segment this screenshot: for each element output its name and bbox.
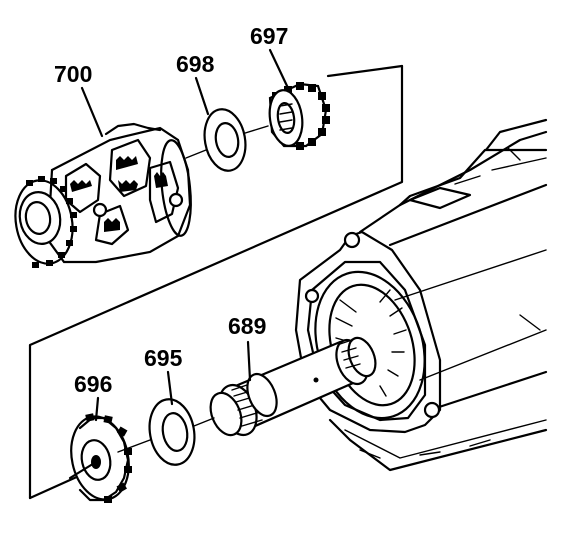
callout-697: 697: [250, 23, 288, 49]
thrust-washer-695: [148, 398, 196, 466]
side-gear-697: [268, 82, 330, 150]
top-axis-lines: [185, 125, 269, 159]
callout-696: 696: [74, 371, 112, 397]
callout-695: 695: [144, 345, 183, 371]
thrust-washer-698: [203, 108, 247, 172]
callout-700: 700: [54, 61, 92, 87]
callout-698: 698: [176, 51, 215, 77]
sun-gear-696: [68, 413, 132, 503]
bottom-axis-lines: [117, 417, 215, 453]
transmission-case: [294, 118, 548, 472]
differential-case-700: [14, 122, 192, 268]
leader-lines: [80, 48, 290, 422]
callout-689: 689: [228, 313, 266, 339]
output-shaft-689: [209, 336, 377, 437]
